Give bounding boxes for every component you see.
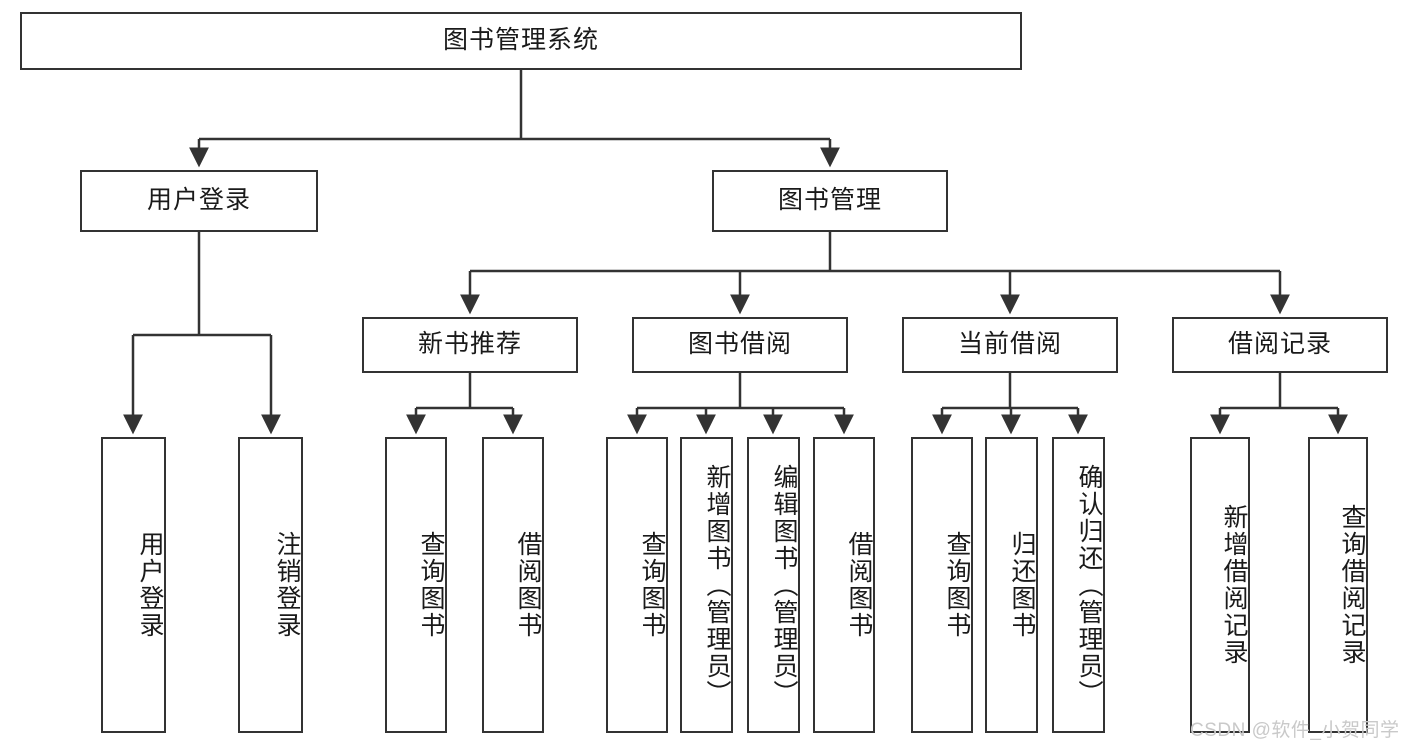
node-book-management[interactable]: 图书管理 bbox=[712, 170, 948, 232]
node-current-borrow[interactable]: 当前借阅 bbox=[902, 317, 1118, 373]
leaf-query-book-current[interactable]: 查询图书 bbox=[911, 437, 973, 733]
edges-new-book-rec-to-leaves bbox=[406, 373, 523, 435]
leaf-query-book-recommend[interactable]: 查询图书 bbox=[385, 437, 447, 733]
edges-book-borrow-to-leaves bbox=[627, 373, 854, 435]
leaf-query-borrow-record[interactable]: 查询借阅记录 bbox=[1308, 437, 1368, 733]
node-new-book-recommend[interactable]: 新书推荐 bbox=[362, 317, 578, 373]
node-user-login[interactable]: 用户登录 bbox=[80, 170, 318, 232]
leaf-user-login[interactable]: 用户登录 bbox=[101, 437, 166, 733]
edges-root-to-level2 bbox=[189, 70, 840, 168]
leaf-add-borrow-record[interactable]: 新增借阅记录 bbox=[1190, 437, 1250, 733]
leaf-borrow-book[interactable]: 借阅图书 bbox=[813, 437, 875, 733]
node-book-borrow[interactable]: 图书借阅 bbox=[632, 317, 848, 373]
leaf-add-book-admin[interactable]: 新增图书（管理员） bbox=[680, 437, 733, 733]
edges-borrow-record-to-leaves bbox=[1210, 373, 1348, 435]
leaf-borrow-book-recommend[interactable]: 借阅图书 bbox=[482, 437, 544, 733]
leaf-return-book[interactable]: 归还图书 bbox=[985, 437, 1038, 733]
leaf-edit-book-admin[interactable]: 编辑图书（管理员） bbox=[747, 437, 800, 733]
edges-current-borrow-to-leaves bbox=[932, 373, 1088, 435]
edges-book-manage-to-level3 bbox=[460, 232, 1290, 315]
node-borrow-record[interactable]: 借阅记录 bbox=[1172, 317, 1388, 373]
leaf-logout[interactable]: 注销登录 bbox=[238, 437, 303, 733]
node-root[interactable]: 图书管理系统 bbox=[20, 12, 1022, 70]
leaf-query-book-borrow[interactable]: 查询图书 bbox=[606, 437, 668, 733]
edges-user-login-to-leaves bbox=[123, 232, 281, 435]
watermark-text: CSDN @软件_小贺同学 bbox=[1190, 720, 1400, 741]
leaf-confirm-return-admin[interactable]: 确认归还（管理员） bbox=[1052, 437, 1105, 733]
